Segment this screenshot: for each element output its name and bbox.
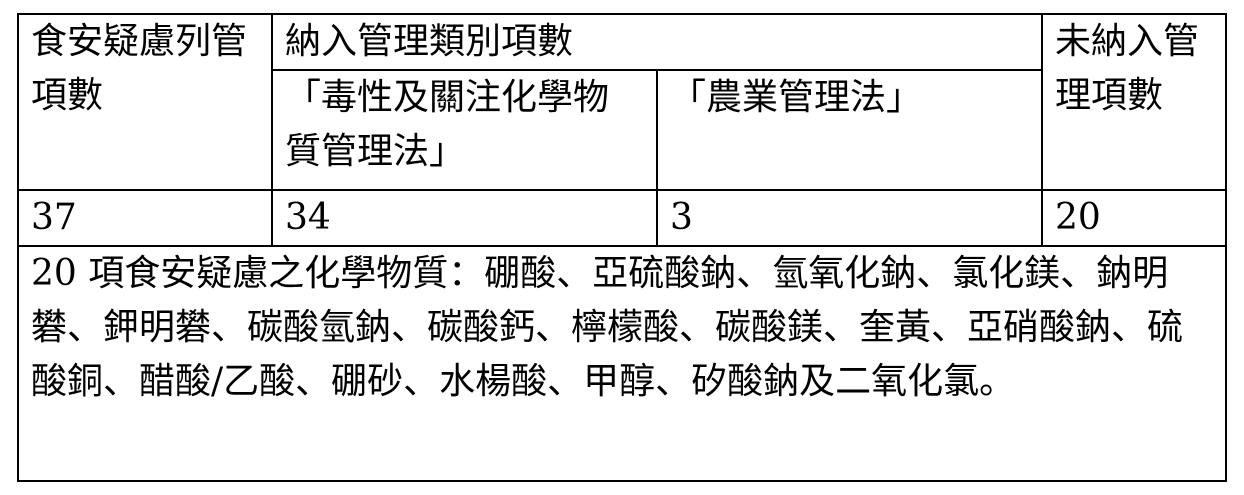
unregulated-chemicals-list: 20 項食安疑慮之化學物質：硼酸、亞硫酸鈉、氫氧化鈉、氯化鎂、鈉明礬、鉀明礬、碳…	[17, 245, 1227, 482]
regulated-group-header: 納入管理類別項數	[271, 13, 1043, 71]
chemical-regulation-table: 食安疑慮列管項數 納入管理類別項數 未納入管理項數 「毒性及關注化學物質管理法」…	[17, 13, 1227, 482]
toxic-chem-act-count-value: 34	[271, 189, 658, 247]
table-list-row: 20 項食安疑慮之化學物質：硼酸、亞硫酸鈉、氫氧化鈉、氯化鎂、鈉明礬、鉀明礬、碳…	[17, 245, 1227, 482]
agriculture-act-header: 「農業管理法」	[656, 69, 1043, 191]
food-safety-count-value: 37	[17, 189, 273, 247]
unregulated-count-value: 20	[1041, 189, 1227, 247]
table-values-row: 37 34 3 20	[17, 189, 1227, 247]
agriculture-act-count-value: 3	[656, 189, 1043, 247]
unregulated-count-header: 未納入管理項數	[1041, 13, 1227, 191]
food-safety-count-header: 食安疑慮列管項數	[17, 13, 273, 191]
table-header-row: 食安疑慮列管項數 納入管理類別項數 未納入管理項數	[17, 13, 1227, 191]
toxic-chem-act-header: 「毒性及關注化學物質管理法」	[271, 69, 658, 191]
table-subheader-row: 「毒性及關注化學物質管理法」 「農業管理法」	[18, 69, 1226, 191]
